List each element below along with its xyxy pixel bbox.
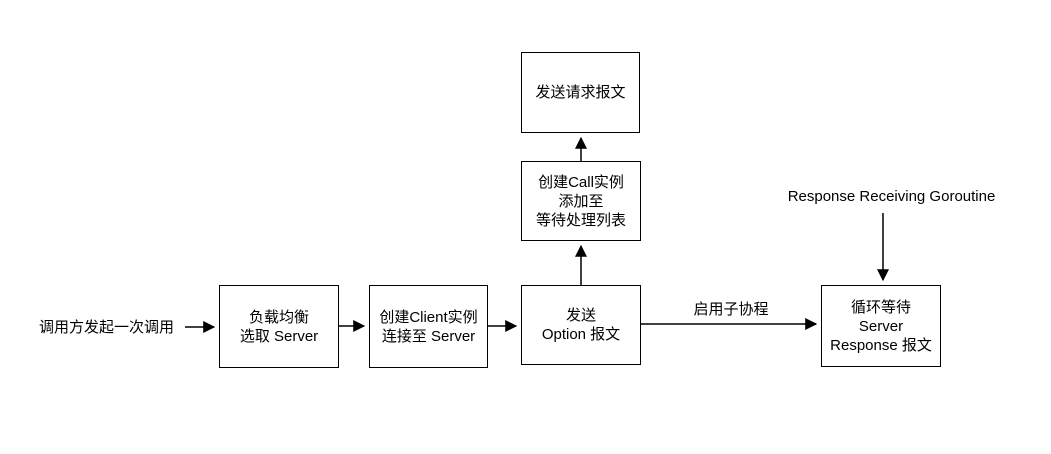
node-send-request: 发送请求报文	[521, 52, 640, 133]
node-load-balance-line-1: 负载均衡	[248, 308, 309, 326]
node-loop-wait-line-3: Response 报文	[830, 336, 932, 354]
node-load-balance: 负载均衡 选取 Server	[219, 285, 339, 368]
node-create-client-line-2: 连接至 Server	[381, 327, 476, 345]
node-create-call-line-1: 创建Call实例	[538, 173, 624, 191]
node-loop-wait-line-1: 循环等待	[850, 298, 911, 316]
node-send-option-line-1: 发送	[565, 307, 596, 324]
node-create-call-line-3: 等待处理列表	[535, 211, 626, 229]
node-send-option: 发送 Option 报文	[521, 285, 641, 365]
node-send-request-line-1: 发送请求报文	[535, 84, 626, 101]
node-loop-wait: 循环等待 Server Response 报文	[821, 285, 941, 367]
caller-label: 调用方发起一次调用	[39, 319, 175, 336]
spawn-goroutine-edge-label: 启用子协程	[671, 301, 791, 318]
node-loop-wait-line-2: Server	[858, 317, 904, 335]
node-create-client-line-1: 创建Client实例	[379, 308, 478, 326]
node-send-option-line-2: Option 报文	[541, 326, 621, 343]
response-goroutine-label: Response Receiving Goroutine	[771, 188, 1012, 205]
node-create-client: 创建Client实例 连接至 Server	[369, 285, 488, 368]
node-create-call: 创建Call实例 添加至 等待处理列表	[521, 161, 641, 241]
node-create-call-line-2: 添加至	[558, 192, 604, 210]
node-load-balance-line-2: 选取 Server	[239, 327, 319, 345]
